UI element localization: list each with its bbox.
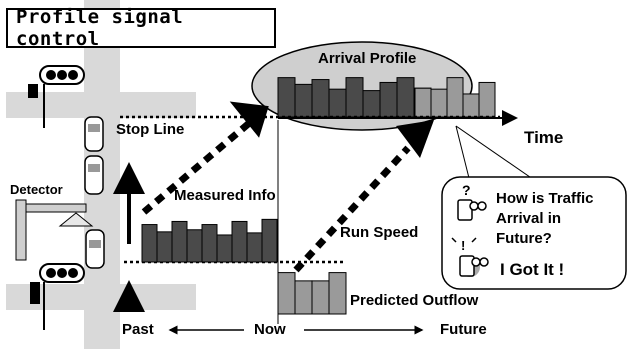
arrival-bar — [379, 81, 398, 118]
stop-line-label: Stop Line — [116, 121, 185, 138]
callout-pointer — [455, 125, 471, 183]
svg-text:!: ! — [461, 238, 465, 253]
arrowhead-icon — [396, 120, 434, 158]
predicted-outflow-label: Predicted Outflow — [350, 292, 479, 309]
traffic-light-icon — [28, 65, 85, 128]
measured-bar — [141, 224, 158, 263]
run-speed-arrow — [293, 145, 411, 273]
arrival-bar — [328, 88, 347, 118]
measured-bar — [216, 234, 233, 263]
idea-person-icon: ! — [451, 237, 489, 277]
past-label: Past — [122, 321, 154, 338]
arrival-bar — [345, 77, 364, 118]
time-label: Time — [524, 128, 564, 147]
arrival-profile-label: Arrival Profile — [318, 50, 417, 67]
car-icon — [84, 116, 104, 152]
detector-icon — [15, 199, 94, 261]
measured-bar — [186, 229, 203, 263]
predicted-bar — [328, 272, 347, 315]
predicted-bar — [294, 280, 313, 315]
callout-pointer — [455, 125, 541, 185]
measured-bar — [201, 224, 218, 263]
arrival-bar-predicted — [446, 77, 464, 118]
callout-answer: I Got It ! — [500, 260, 565, 279]
arrival-bar-predicted — [414, 87, 432, 118]
predicted-bar — [277, 272, 296, 315]
measured-info-label: Measured Info — [174, 187, 276, 204]
measured-bar — [171, 220, 188, 263]
car-icon — [85, 229, 105, 269]
run-speed-label: Run Speed — [340, 224, 419, 241]
measured-bar — [261, 218, 278, 263]
arrival-bar — [362, 90, 381, 118]
arrival-bar — [396, 77, 415, 118]
svg-text:?: ? — [462, 182, 471, 198]
traffic-light-icon — [30, 263, 85, 330]
detector-label: Detector — [10, 182, 63, 197]
arrival-bar-predicted — [478, 81, 496, 118]
callout-question-line3: Future? — [496, 230, 552, 247]
arrival-bar-predicted — [430, 88, 448, 118]
arrival-bar-predicted — [462, 93, 480, 118]
car-icon — [84, 155, 104, 195]
arrival-bar — [294, 83, 313, 118]
callout-question-line2: Arrival in — [496, 210, 562, 227]
arrival-bar — [277, 77, 296, 118]
callout-question-line1: How is Traffic — [496, 190, 594, 207]
predicted-bar — [311, 280, 330, 315]
future-label: Future — [440, 321, 487, 338]
thinking-person-icon: ? — [457, 182, 487, 221]
now-label: Now — [254, 321, 286, 338]
predicted-bars — [277, 272, 347, 315]
arrival-bar — [311, 79, 330, 118]
arrowhead-icon — [229, 101, 269, 138]
page-title: Profile signal control — [6, 6, 276, 50]
measured-bar — [246, 232, 263, 263]
measured-bars — [141, 218, 278, 263]
measured-bar — [231, 220, 248, 263]
measured-bar — [156, 231, 173, 263]
